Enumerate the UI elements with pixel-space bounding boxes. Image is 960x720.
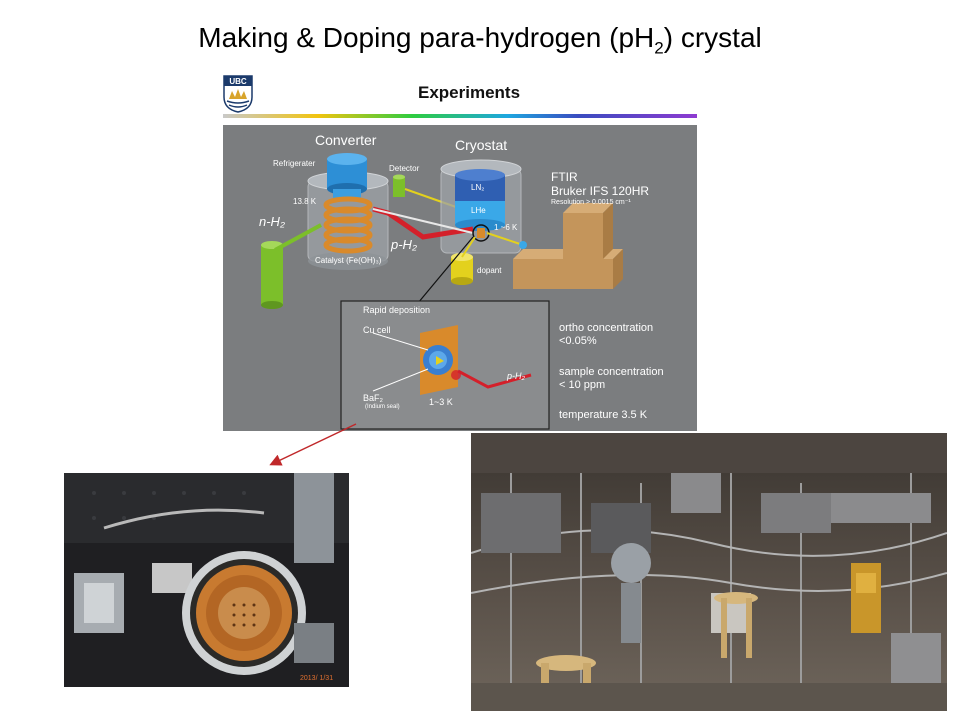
nh2-tank bbox=[261, 241, 283, 309]
catalyst-coil bbox=[323, 196, 373, 254]
experiment-figure: UBC Experiments bbox=[223, 73, 697, 431]
ortho-line2: <0.05% bbox=[559, 335, 597, 347]
sample-cell bbox=[477, 228, 485, 238]
lab-panorama-illustration bbox=[471, 433, 947, 711]
temp-13k-label: 13.8 K bbox=[293, 197, 317, 206]
zoom-pointer bbox=[417, 236, 474, 304]
cryostat-label: Cryostat bbox=[455, 137, 508, 153]
lab-panorama-photo bbox=[471, 433, 947, 711]
ubc-logo: UBC bbox=[223, 75, 253, 113]
baf2-pointer bbox=[372, 368, 429, 392]
dopant-cylinder bbox=[451, 253, 473, 285]
ln2-label: LN₂ bbox=[471, 183, 485, 192]
slide-title: Making & Doping para-hydrogen (pH2) crys… bbox=[0, 22, 960, 59]
ftir-resolution: Resolution > 0.0015 cm⁻¹ bbox=[551, 199, 631, 206]
dopant-line bbox=[461, 236, 476, 258]
cryostat-chamber-photo: 2013/ 1/31 bbox=[64, 473, 349, 687]
schematic-drawing bbox=[261, 153, 623, 430]
nh2-label: n-H₂ bbox=[259, 214, 285, 229]
cu-cell-label: Cu cell bbox=[363, 325, 391, 335]
ir-beam bbox=[486, 232, 524, 246]
ortho-line1: ortho concentration bbox=[559, 322, 654, 334]
ftir-line1: FTIR bbox=[551, 170, 578, 184]
ftir-line2: Bruker IFS 120HR bbox=[551, 184, 650, 198]
detector-label: Detector bbox=[389, 164, 420, 173]
dopant-label: dopant bbox=[477, 266, 502, 275]
inset-ph2-label: p-H₂ bbox=[507, 371, 525, 381]
temp-1-6k-label: 1 ~6 K bbox=[494, 223, 518, 232]
ubc-logo-text: UBC bbox=[229, 77, 247, 86]
catalyst-label: Catalyst (Fe(OH)₃) bbox=[315, 256, 382, 265]
beam-port bbox=[519, 241, 527, 249]
sample-line1: sample concentration bbox=[559, 366, 664, 378]
baf2-label: BaF₂ bbox=[363, 393, 383, 403]
rainbow-divider bbox=[223, 114, 697, 118]
temperature-line: temperature 3.5 K bbox=[559, 409, 648, 421]
schematic-panel: Converter Cryostat Refrigerater Detector… bbox=[223, 125, 697, 431]
figure-header-title: Experiments bbox=[418, 83, 521, 102]
inset-ph2-line bbox=[457, 369, 532, 389]
title-main: Making & Doping para-hydrogen (pH bbox=[198, 22, 655, 53]
ph2-label: p-H₂ bbox=[391, 237, 417, 252]
title-subscript: 2 bbox=[654, 38, 664, 58]
detector bbox=[393, 174, 405, 197]
temp-1-3k-label: 1~3 K bbox=[429, 397, 453, 407]
title-end: ) crystal bbox=[663, 22, 762, 53]
cryostat-chamber-illustration: 2013/ 1/31 bbox=[64, 473, 349, 687]
indium-seal-label: (Indium seal) bbox=[365, 404, 400, 410]
cu-cell-pointer bbox=[372, 332, 429, 351]
rapid-deposition-label: Rapid deposition bbox=[363, 305, 431, 315]
refrigerater-label: Refrigerater bbox=[273, 159, 316, 168]
figure-header: UBC Experiments bbox=[223, 73, 697, 123]
left-photo-timestamp: 2013/ 1/31 bbox=[300, 675, 333, 682]
refrigerator-head bbox=[327, 153, 367, 199]
lhe-label: LHe bbox=[471, 206, 486, 215]
ftir-bench bbox=[513, 203, 623, 289]
nh2-feed-line bbox=[274, 223, 322, 252]
transfer-line bbox=[372, 208, 474, 234]
converter-label: Converter bbox=[315, 132, 377, 148]
sample-line2: < 10 ppm bbox=[559, 379, 606, 391]
